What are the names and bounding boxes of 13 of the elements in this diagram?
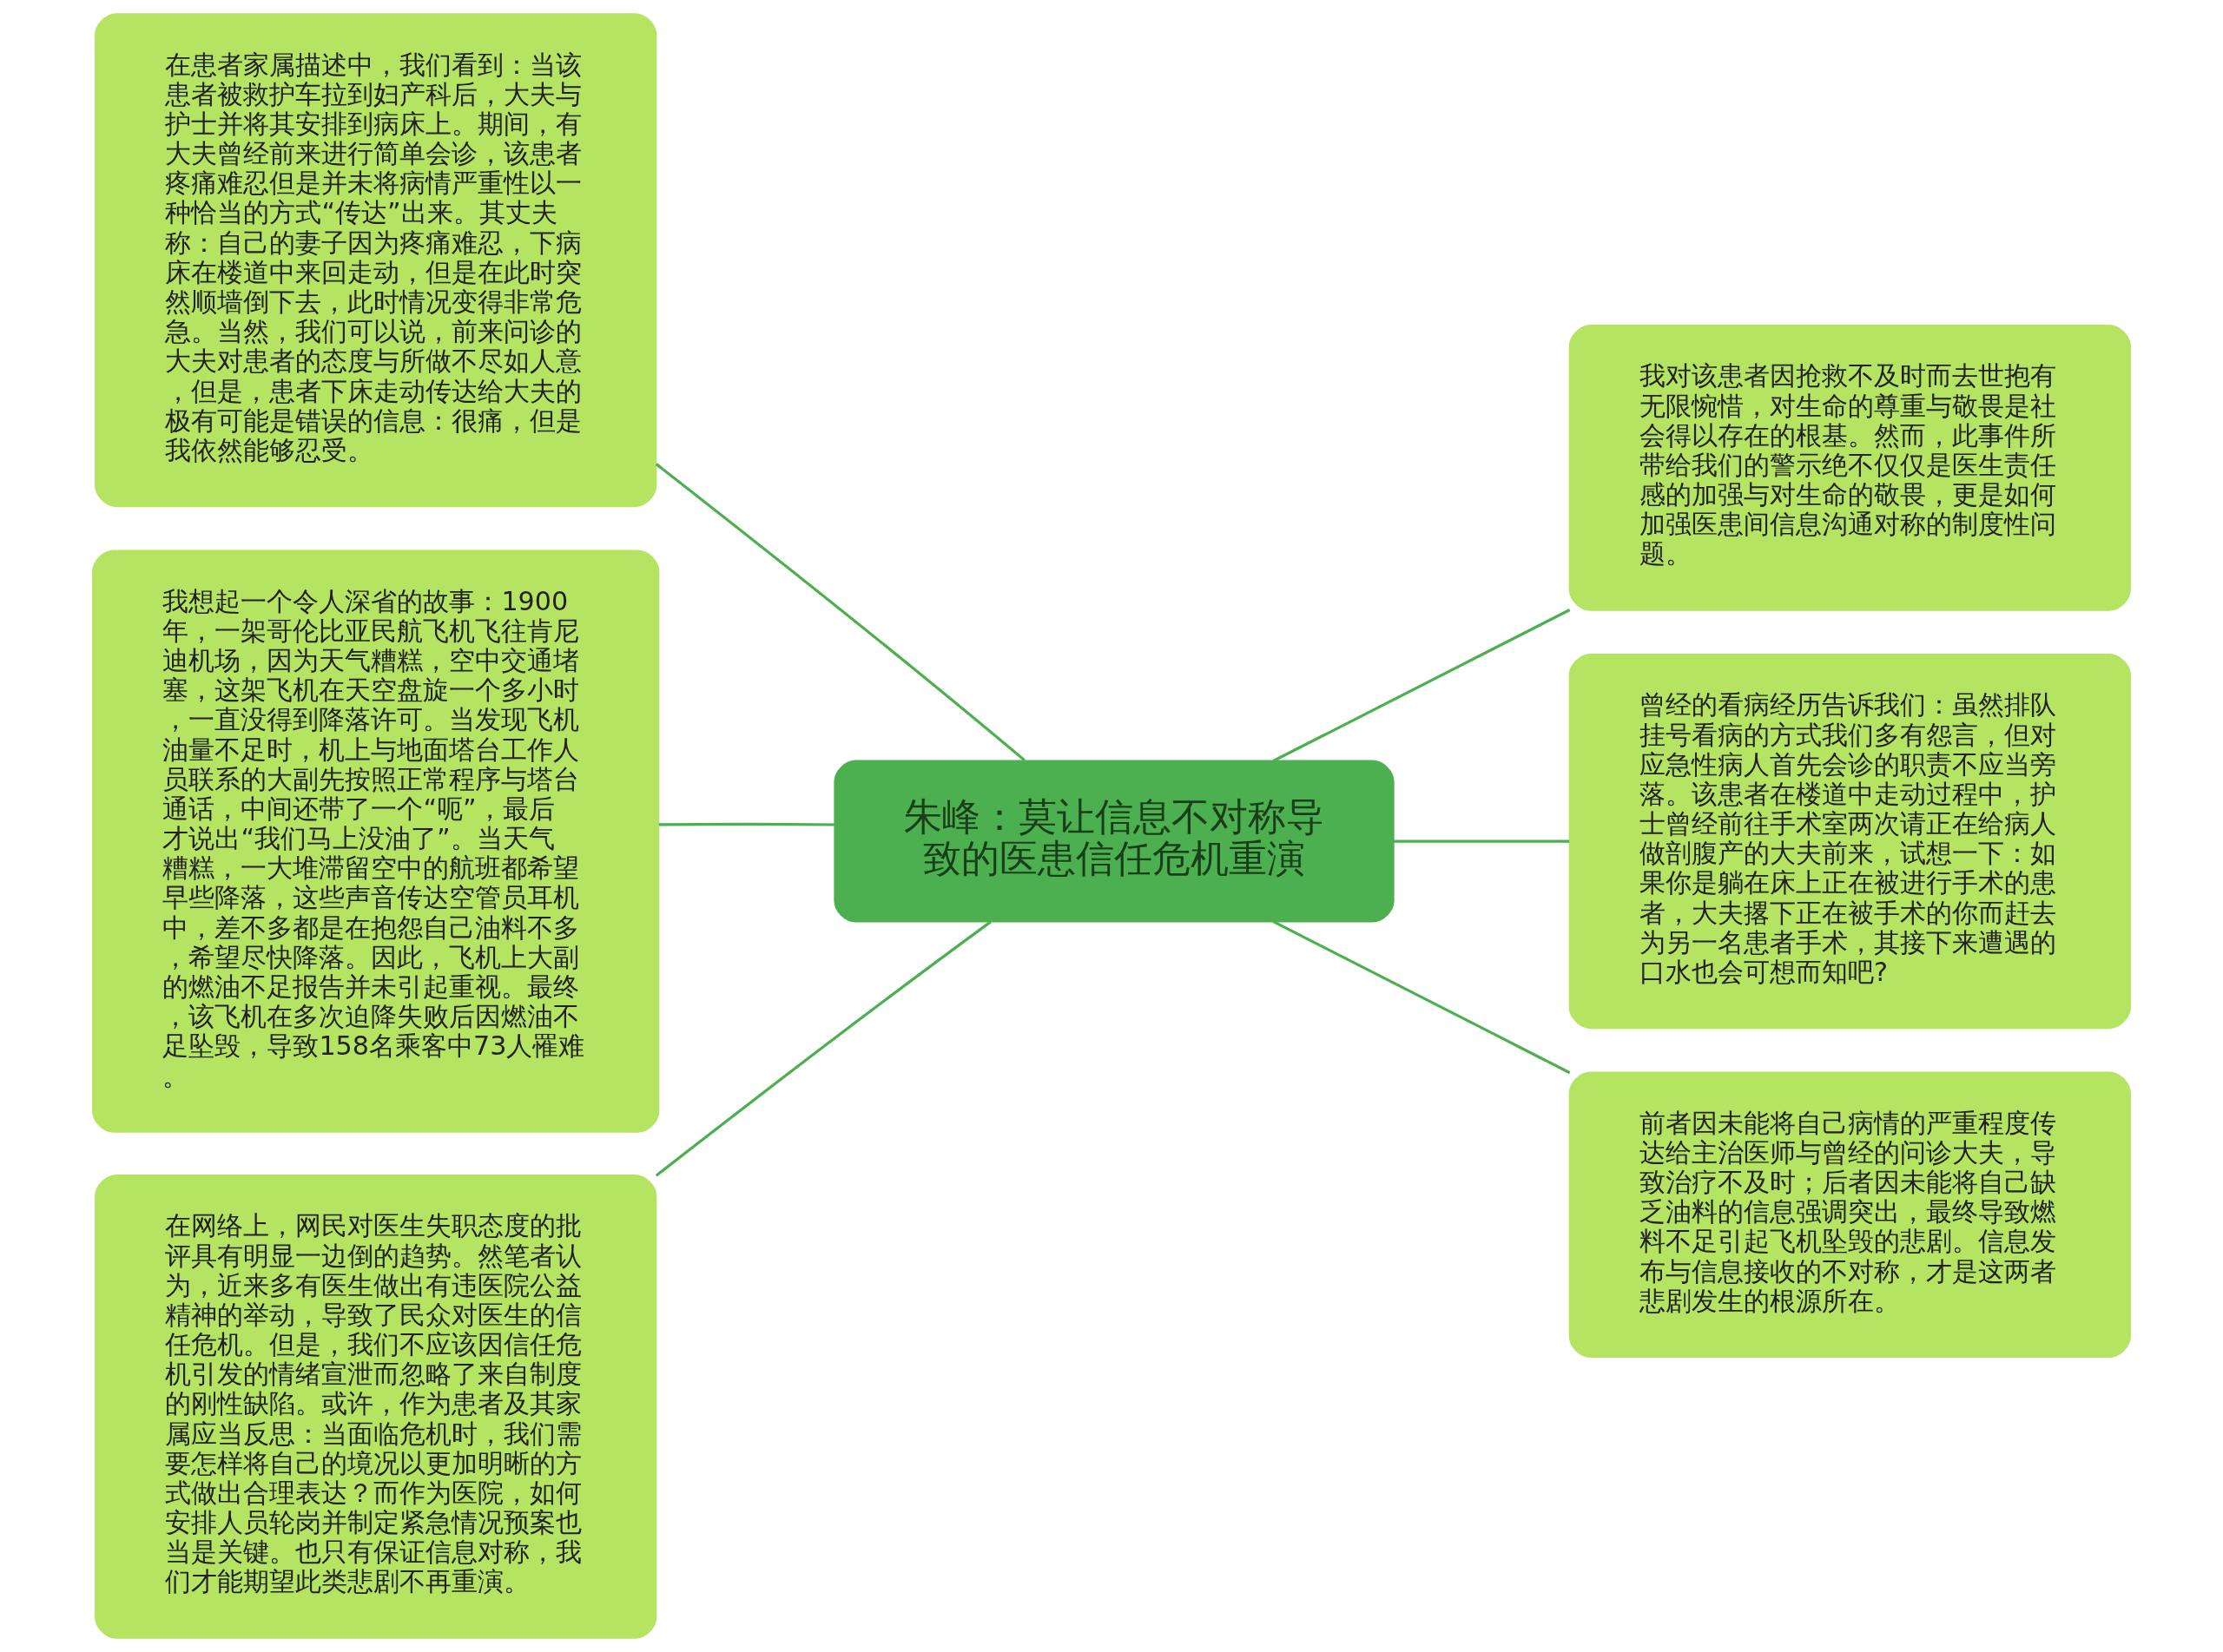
node-box: 我对该患者因抢救不及时而去世抱有无限惋惜，对生命的尊重与敬畏是社会得以存在的根基。然而，此事件所带给我们的警示绝不仅仅是医生责任感的加强与对生命的敬畏，更是如何加强医患间信息沟通对称的制度性问题。: [1568, 325, 2131, 611]
connector: [1272, 609, 1571, 762]
connector: [655, 463, 1026, 762]
connector: [1394, 839, 1570, 843]
connector: [1272, 920, 1571, 1075]
node-box: 朱峰：莫让信息不对称导致的医患信任危机重演: [834, 760, 1395, 923]
node-box: 前者因未能将自己病情的严重程度传达给主治医师与曾经的问诊大夫，导致治疗不及时；后者因未能将自己缺乏油料的信息强调突出，最终导致燃料不足引起飞机坠毁的悲剧。信息发布与信息接收的不对称，才是这两者悲剧发生的根源所在。: [1568, 1071, 2131, 1359]
node-box: 在网络上，网民对医生失职态度的批评具有明显一边倒的趋势。然笔者认为，近来多有医生做出有违医院公益精神的举动，导致了民众对医生的信任危机。但是，我们不应该因信任危机引发的情绪宣泄而忽略了来自制度的刚性缺陷。或许，作为患者及其家属应当反思：当面临危机时，我们需要怎样将自己的境况以更加明晰的方式做出合理表达？而作为医院，如何安排人员轮岗并制定紧急情况预案也当是关键。也只有保证信息对称，我们才能期望此类悲剧不再重演。: [95, 1175, 657, 1639]
node-box: 我想起一个令人深省的故事：1900年，一架哥伦比亚民航飞机飞往肯尼迪机场，因为天气糟糕，空中交通堵塞，这架飞机在天空盘旋一个多小时，一直没得到降落许可。当发现飞机油量不足时，机上与地面塔台工作人员联系的大副先按照正常程序与塔台通话，中间还带了一个“呃”，最后才说出“我们马上没油了”。当天气糟糕，一大堆滞留空中的航班都希望早些降落，这些声音传达空管员耳机中，差不多都是在抱怨自己油料不多，希望尽快降落。因此，飞机上大副的燃油不足报告并未引起重视。最终，该飞机在多次迫降失败后因燃油不足坠毁，导致158名乘客中73人罹难。: [92, 550, 660, 1133]
connector: [655, 920, 992, 1177]
node-box: 曾经的看病经历告诉我们：虽然排队挂号看病的方式我们多有怨言，但对应急性病人首先会诊的职责不应当旁落。该患者在楼道中走动过程中，护士曾经前往手术室两次请正在给病人做剖腹产的大夫前来，试想一下：如果你是躺在床上正在被进行手术的患者，大夫撂下正在被手术的你而赶去为另一名患者手术，其接下来遭遇的口水也会可想而知吧?: [1568, 654, 2131, 1030]
node-box: 在患者家属描述中，我们看到：当该患者被救护车拉到妇产科后，大夫与护士并将其安排到病床上。期间，有大夫曾经前来进行简单会诊，该患者疼痛难忍但是并未将病情严重性以一种恰当的方式“传达”出来。其丈夫称：自己的妻子因为疼痛难忍，下病床在楼道中来回走动，但是在此时突然顺墙倒下去，此时情况变得非常危急。当然，我们可以说，前来问诊的大夫对患者的态度与所做不尽如人意，但是，患者下床走动传达给大夫的极有可能是错误的信息：很痛，但是我依然能够忍受。: [95, 13, 657, 508]
connector: [658, 822, 834, 826]
